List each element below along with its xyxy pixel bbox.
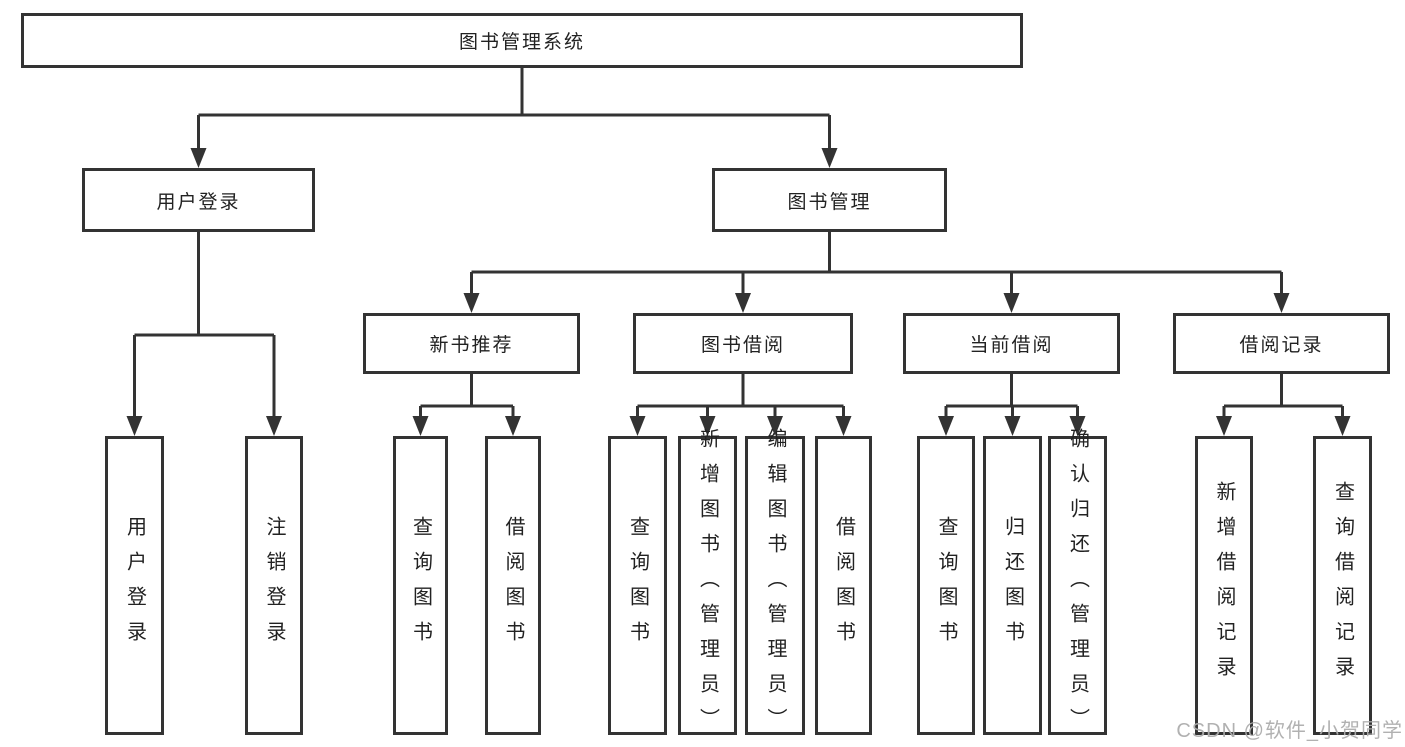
node-library-management-system: 图书管理系统 bbox=[21, 13, 1023, 68]
leaf-add-books-admin: 新增图书（管理员） bbox=[678, 428, 737, 743]
arrowhead-icon bbox=[412, 416, 429, 436]
node-label: 归还图书 bbox=[1001, 515, 1024, 656]
node-borrow-records: 借阅记录 bbox=[1173, 313, 1390, 374]
node-label: 图书借阅 bbox=[700, 335, 785, 356]
leaf-logout: 注销登录 bbox=[245, 436, 303, 735]
leaf-confirm-return-admin: 确认归还（管理员） bbox=[1048, 428, 1107, 743]
arrowhead-icon bbox=[463, 293, 480, 313]
leaf-borrow-books-2: 借阅图书 bbox=[815, 436, 872, 735]
node-label: 确认归还（管理员） bbox=[1066, 428, 1089, 743]
arrowhead-icon bbox=[505, 416, 521, 436]
arrowhead-icon bbox=[1004, 416, 1021, 436]
arrowhead-icon bbox=[1273, 293, 1290, 313]
node-label: 新增借阅记录 bbox=[1213, 480, 1235, 691]
arrowhead-icon bbox=[735, 293, 751, 313]
arrowhead-icon bbox=[1216, 416, 1232, 436]
node-book-borrowing: 图书借阅 bbox=[633, 313, 853, 374]
arrowhead-icon bbox=[821, 148, 838, 168]
node-label: 查询图书 bbox=[409, 515, 432, 656]
node-label: 借阅图书 bbox=[832, 515, 855, 656]
node-label: 图书管理 bbox=[787, 191, 872, 213]
node-label: 查询借阅记录 bbox=[1331, 480, 1354, 691]
arrowhead-icon bbox=[835, 416, 852, 436]
leaf-edit-books-admin: 编辑图书（管理员） bbox=[745, 428, 805, 743]
arrowhead-icon bbox=[266, 416, 282, 436]
leaf-add-borrow-record: 新增借阅记录 bbox=[1195, 436, 1253, 735]
node-label: 图书管理系统 bbox=[458, 32, 585, 53]
arrowhead-icon bbox=[699, 416, 716, 436]
arrowhead-icon bbox=[1003, 293, 1020, 313]
leaf-user-login: 用户登录 bbox=[105, 436, 164, 735]
leaf-return-books: 归还图书 bbox=[983, 436, 1042, 735]
node-label: 新书推荐 bbox=[429, 335, 514, 356]
node-label: 用户登录 bbox=[156, 191, 241, 213]
arrowhead-icon bbox=[938, 416, 954, 436]
node-label: 注销登录 bbox=[263, 515, 285, 656]
arrowhead-icon bbox=[126, 416, 143, 436]
arrowhead-icon bbox=[190, 148, 207, 168]
node-label: 新增图书（管理员） bbox=[696, 428, 719, 743]
leaf-query-books-2: 查询图书 bbox=[608, 436, 667, 735]
arrowhead-icon bbox=[629, 416, 646, 436]
node-label: 编辑图书（管理员） bbox=[764, 428, 786, 743]
arrowhead-icon bbox=[767, 416, 783, 436]
node-label: 查询图书 bbox=[935, 515, 957, 656]
node-new-book-recommend: 新书推荐 bbox=[363, 313, 580, 374]
node-label: 查询图书 bbox=[626, 515, 649, 656]
node-label: 借阅图书 bbox=[502, 515, 524, 656]
leaf-borrow-books-1: 借阅图书 bbox=[485, 436, 541, 735]
node-label: 当前借阅 bbox=[969, 335, 1054, 356]
leaf-query-books-1: 查询图书 bbox=[393, 436, 448, 735]
arrowhead-icon bbox=[1334, 416, 1351, 436]
leaf-query-books-3: 查询图书 bbox=[917, 436, 975, 735]
node-book-management: 图书管理 bbox=[712, 168, 947, 232]
leaf-query-borrow-record: 查询借阅记录 bbox=[1313, 436, 1372, 735]
arrowhead-icon bbox=[1069, 416, 1086, 436]
node-user-login: 用户登录 bbox=[82, 168, 315, 232]
node-label: 用户登录 bbox=[123, 515, 146, 656]
node-current-borrowing: 当前借阅 bbox=[903, 313, 1120, 374]
node-label: 借阅记录 bbox=[1239, 335, 1324, 356]
csdn-watermark: CSDN @软件_小贺同学 bbox=[1176, 720, 1403, 742]
